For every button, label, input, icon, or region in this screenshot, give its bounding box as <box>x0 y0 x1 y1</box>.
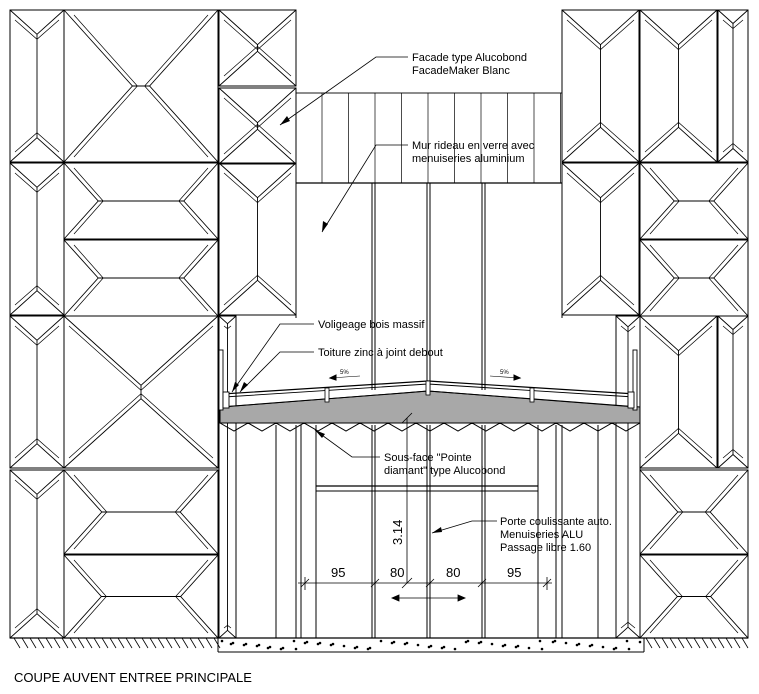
drawing-title: COUPE AUVENT ENTREE PRINCIPALE <box>14 670 252 685</box>
label-porte-2: Menuiseries ALU <box>500 529 583 541</box>
curtain-wall-upper <box>295 92 563 184</box>
label-toiture: Toiture zinc à joint debout <box>318 347 443 359</box>
door-slide-arrow <box>390 594 467 602</box>
facade-tower-right <box>561 9 749 639</box>
label-facade-1: Facade type Alucobond <box>412 52 527 64</box>
label-porte-3: Passage libre 1.60 <box>500 542 591 554</box>
slope-label-right: 5% <box>500 370 509 376</box>
entrance-frame <box>235 425 617 638</box>
label-mur-2: menuiseries aluminium <box>412 153 525 165</box>
curtain-wall-lower <box>295 182 563 390</box>
ground-hatching <box>13 637 749 649</box>
facade-tower-left <box>9 9 297 639</box>
label-voligeage: Voligeage bois massif <box>318 319 425 331</box>
slab-concrete <box>220 639 642 651</box>
dim-width-2: 80 <box>390 565 404 580</box>
dimension-chain <box>298 412 552 590</box>
label-facade-2: FacadeMaker Blanc <box>412 65 510 77</box>
label-sousface-2: diamant" type Alucobond <box>384 465 505 477</box>
label-porte-1: Porte coulissante auto. <box>500 516 612 528</box>
slope-label-left: 5% <box>340 370 349 376</box>
dim-width-1: 95 <box>331 565 345 580</box>
label-sousface-1: Sous-face "Pointe <box>384 452 472 464</box>
dim-width-3: 80 <box>446 565 460 580</box>
canopy-slab <box>219 390 641 424</box>
label-mur-1: Mur rideau en verre avec <box>412 140 535 152</box>
dim-width-4: 95 <box>507 565 521 580</box>
canopy <box>218 349 641 432</box>
dim-height: 3.14 <box>390 520 405 545</box>
leader-arrowheads <box>232 116 442 533</box>
ground <box>10 637 749 653</box>
leader-lines <box>231 56 497 534</box>
